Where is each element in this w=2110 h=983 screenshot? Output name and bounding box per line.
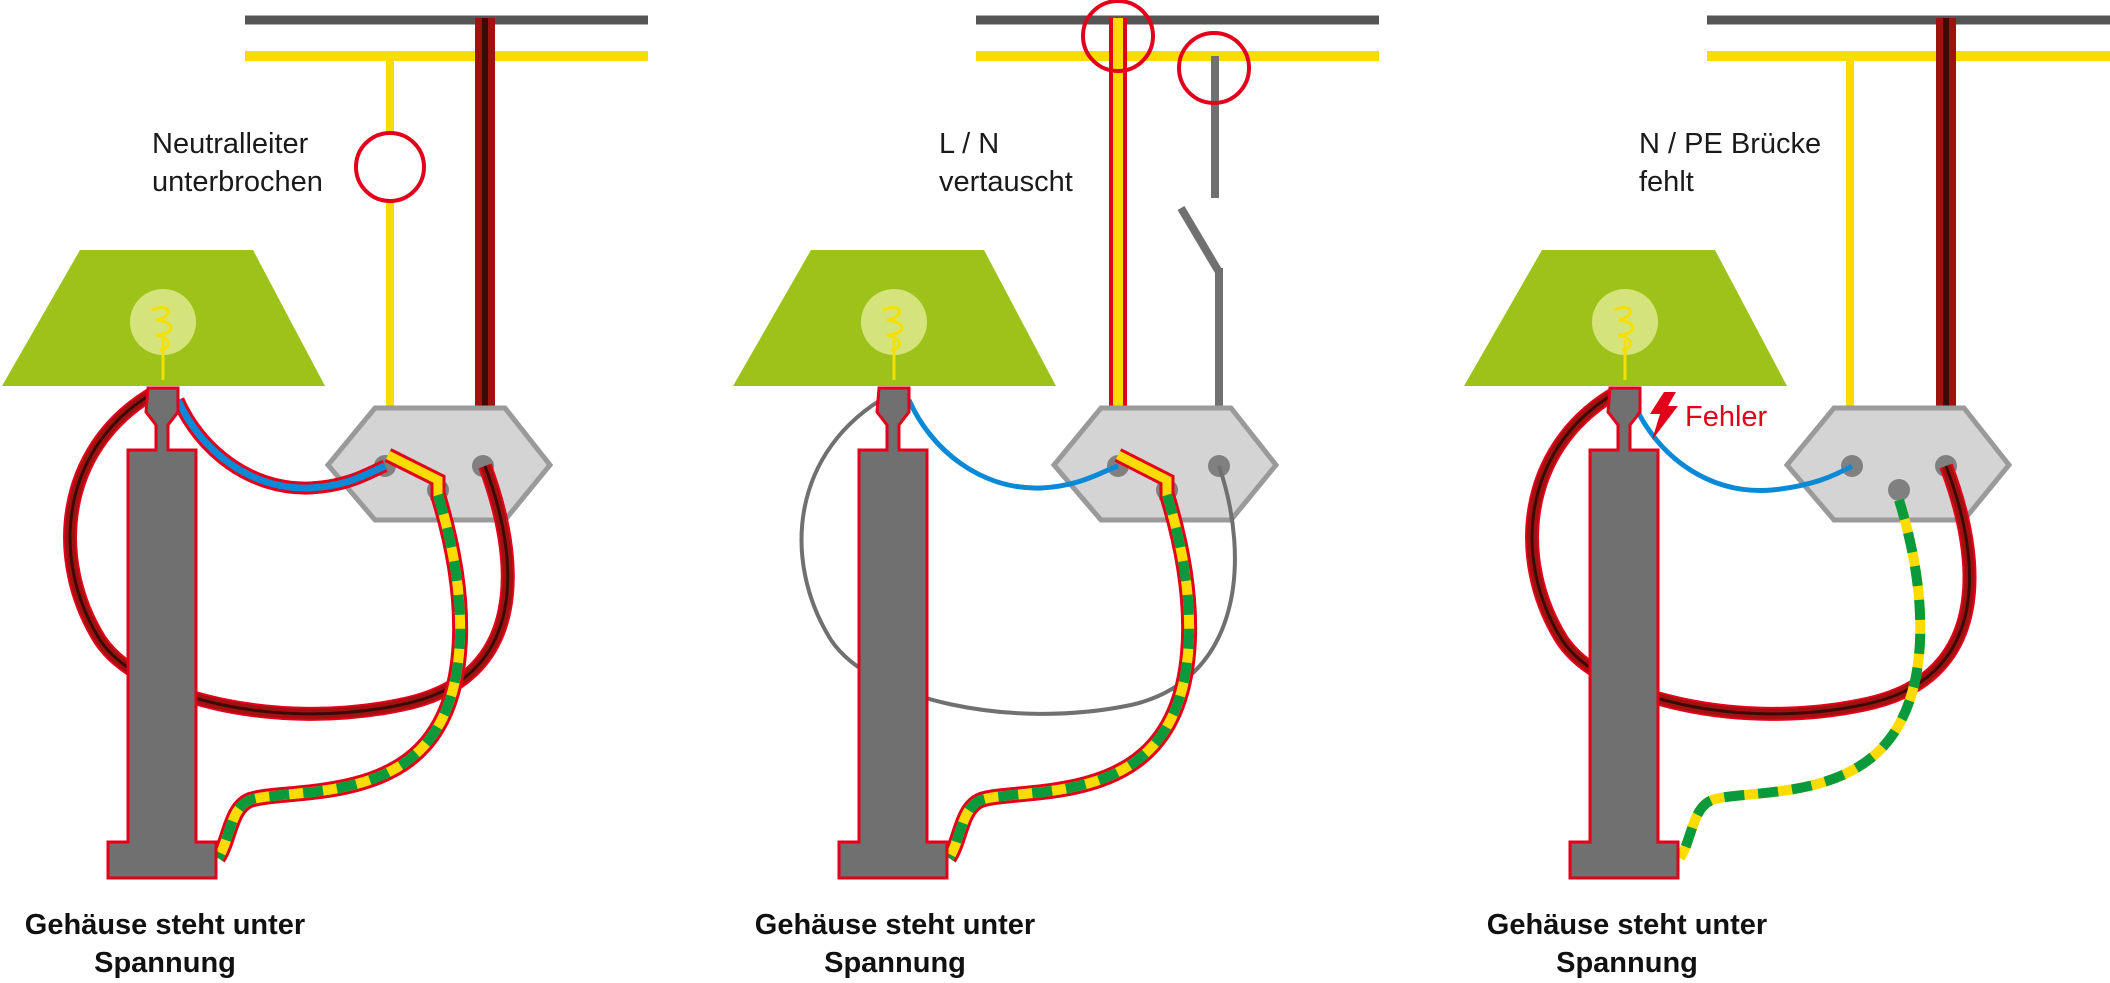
fault-label: Neutralleiter unterbrochen	[152, 128, 323, 198]
phase-cable-core	[68, 393, 510, 716]
fault-circle	[1081, 0, 1155, 73]
neutral-pe-bridge-body	[1115, 450, 1172, 500]
panel-2-ln-swapped	[733, 0, 1379, 880]
lightbulb-icon	[130, 289, 196, 380]
phase-cable-core	[1530, 393, 1972, 716]
lightbulb-icon	[861, 289, 927, 380]
pe-cable-green	[213, 493, 466, 861]
terminal-screw	[1888, 479, 1910, 501]
panel-3-npe-bridge-missing	[1464, 15, 2110, 880]
pe-cable-green	[944, 493, 1195, 861]
status-caption: Gehäuse steht unter Spannung	[754, 909, 1036, 979]
lightbulb-icon	[1592, 289, 1658, 380]
pe-cable	[1675, 498, 1926, 861]
fault-label: N / PE Brücke fehlt	[1639, 128, 1822, 198]
status-caption: Gehäuse steht unter Spannung	[24, 909, 306, 979]
status-caption: Gehäuse steht unter Spannung	[1486, 909, 1768, 979]
neutral-pe-bridge-body	[385, 450, 443, 500]
pe-cable-green	[1675, 498, 1926, 861]
neutral-cable	[906, 398, 1119, 491]
neutral-cable	[1634, 408, 1854, 493]
fault-label: L / N vertauscht	[939, 128, 1073, 198]
grey-cable	[799, 393, 1237, 716]
neutral-cable-body	[174, 398, 387, 492]
fault-circle	[1177, 31, 1251, 105]
lamp-stand	[1568, 386, 1680, 880]
fault-marker-label: Fehler	[1685, 401, 1768, 433]
terminal-block	[1050, 405, 1280, 523]
panel-1-neutral-interrupted	[2, 15, 648, 880]
fault-circle	[354, 131, 426, 203]
lamp-stand	[106, 386, 218, 880]
lightning-icon	[1650, 392, 1678, 440]
lamp-stand	[837, 386, 949, 880]
switch-lever	[1177, 205, 1223, 275]
